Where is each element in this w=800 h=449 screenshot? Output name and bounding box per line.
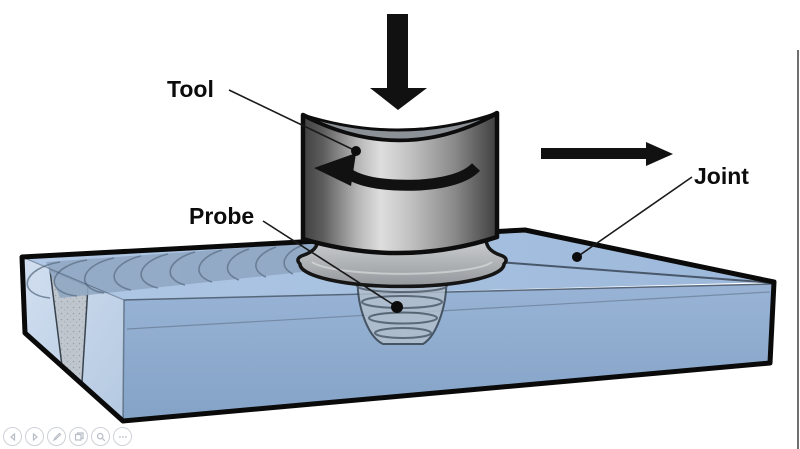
rotation-arrow xyxy=(314,153,481,191)
tool-leader-dot xyxy=(351,146,361,156)
window-right-edge xyxy=(797,50,799,449)
tool-leader-line xyxy=(228,89,357,152)
left-triangle-icon xyxy=(8,432,18,442)
weld-ripple-track xyxy=(26,241,358,299)
joint-label: Joint xyxy=(694,163,749,189)
probe-leader-line xyxy=(262,220,398,308)
magnifier-icon xyxy=(96,432,106,442)
top-front-edge xyxy=(123,283,775,301)
workpiece-plate xyxy=(19,227,777,424)
slides-grid-icon xyxy=(74,431,84,442)
probe-leader-dot xyxy=(391,301,403,313)
see-all-slides-button[interactable] xyxy=(69,427,88,446)
plate-front-face xyxy=(123,284,774,421)
pen-tools-button[interactable] xyxy=(47,427,66,446)
probe-label: Probe xyxy=(189,203,254,229)
joint-line xyxy=(497,261,775,284)
right-triangle-icon xyxy=(30,432,40,442)
traverse-arrow xyxy=(541,142,673,166)
plate-outline xyxy=(19,227,777,424)
tool-label: Tool xyxy=(167,76,214,102)
slideshow-toolbar xyxy=(3,427,132,446)
next-slide-button[interactable] xyxy=(25,427,44,446)
pen-icon xyxy=(52,432,62,442)
front-face-crease xyxy=(126,291,771,330)
ellipsis-icon xyxy=(118,432,128,442)
more-options-button[interactable] xyxy=(113,427,132,446)
tool-top-face xyxy=(302,111,498,142)
previous-slide-button[interactable] xyxy=(3,427,22,446)
zoom-slide-button[interactable] xyxy=(91,427,110,446)
joint-leader-line xyxy=(576,176,693,258)
axial-force-arrow xyxy=(370,14,427,110)
joint-leader-dot xyxy=(572,252,582,262)
